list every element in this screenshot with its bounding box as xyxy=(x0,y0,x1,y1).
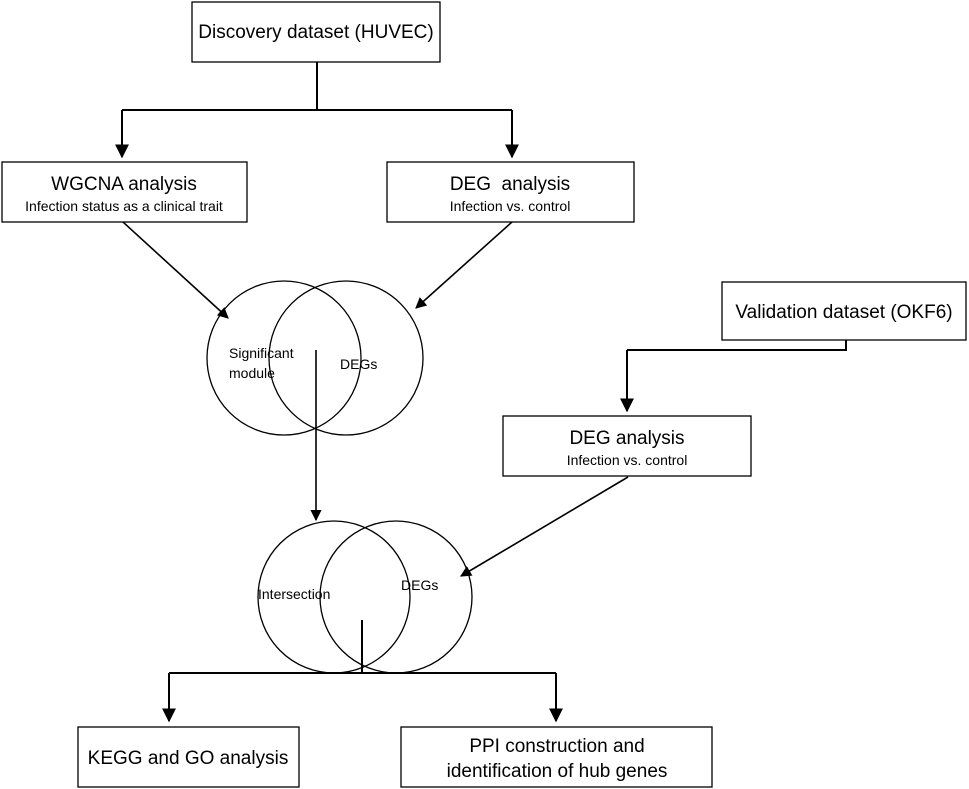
venn-circle-degs-validation xyxy=(319,520,473,674)
venn-diagram-discovery: Significant module DEGs xyxy=(206,280,424,436)
venn-circle-significant-module xyxy=(206,280,362,436)
venn-label-degs: DEGs xyxy=(340,356,377,372)
arrow-wgcna-to-venn xyxy=(122,221,229,319)
validation-connector xyxy=(620,340,847,413)
ppi-box: PPI construction and identification of h… xyxy=(400,726,713,788)
venn-circle-degs xyxy=(268,280,424,436)
arrow-deg-validation-to-venn2 xyxy=(460,476,629,577)
discovery-split-connector xyxy=(115,62,519,159)
validation-dataset-label: Validation dataset (OKF6) xyxy=(735,302,952,323)
validation-dataset-box: Validation dataset (OKF6) xyxy=(721,281,967,341)
deg-validation-subtitle: Infection vs. control xyxy=(567,452,688,468)
deg-discovery-subtitle: Infection vs. control xyxy=(450,198,571,214)
wgcna-subtitle: Infection status as a clinical trait xyxy=(25,198,223,214)
deg-analysis-box-validation: DEG analysis Infection vs. control xyxy=(502,415,752,477)
venn-diagram-validation: Intersection DEGs xyxy=(257,520,473,674)
wgcna-analysis-box: WGCNA analysis Infection status as a cli… xyxy=(1,161,248,223)
venn-label-intersection: Intersection xyxy=(258,586,330,602)
venn-label-significant: Significant xyxy=(229,345,294,361)
kegg-go-label: KEGG and GO analysis xyxy=(88,748,289,769)
ppi-label-line1: PPI construction and xyxy=(469,736,644,757)
bottom-split-connector xyxy=(162,620,563,723)
ppi-label-line2: identification of hub genes xyxy=(447,761,668,782)
kegg-go-box: KEGG and GO analysis xyxy=(77,726,300,788)
deg-discovery-title: DEG analysis xyxy=(450,174,570,195)
venn-label-module: module xyxy=(229,365,275,381)
arrow-deg-to-venn xyxy=(415,221,513,309)
deg-validation-title: DEG analysis xyxy=(569,428,684,449)
discovery-dataset-box: Discovery dataset (HUVEC) xyxy=(191,1,441,63)
deg-analysis-box-discovery: DEG analysis Infection vs. control xyxy=(386,161,635,223)
discovery-dataset-label: Discovery dataset (HUVEC) xyxy=(198,22,433,43)
venn-label-degs-validation: DEGs xyxy=(401,577,438,593)
wgcna-title: WGCNA analysis xyxy=(51,174,197,195)
